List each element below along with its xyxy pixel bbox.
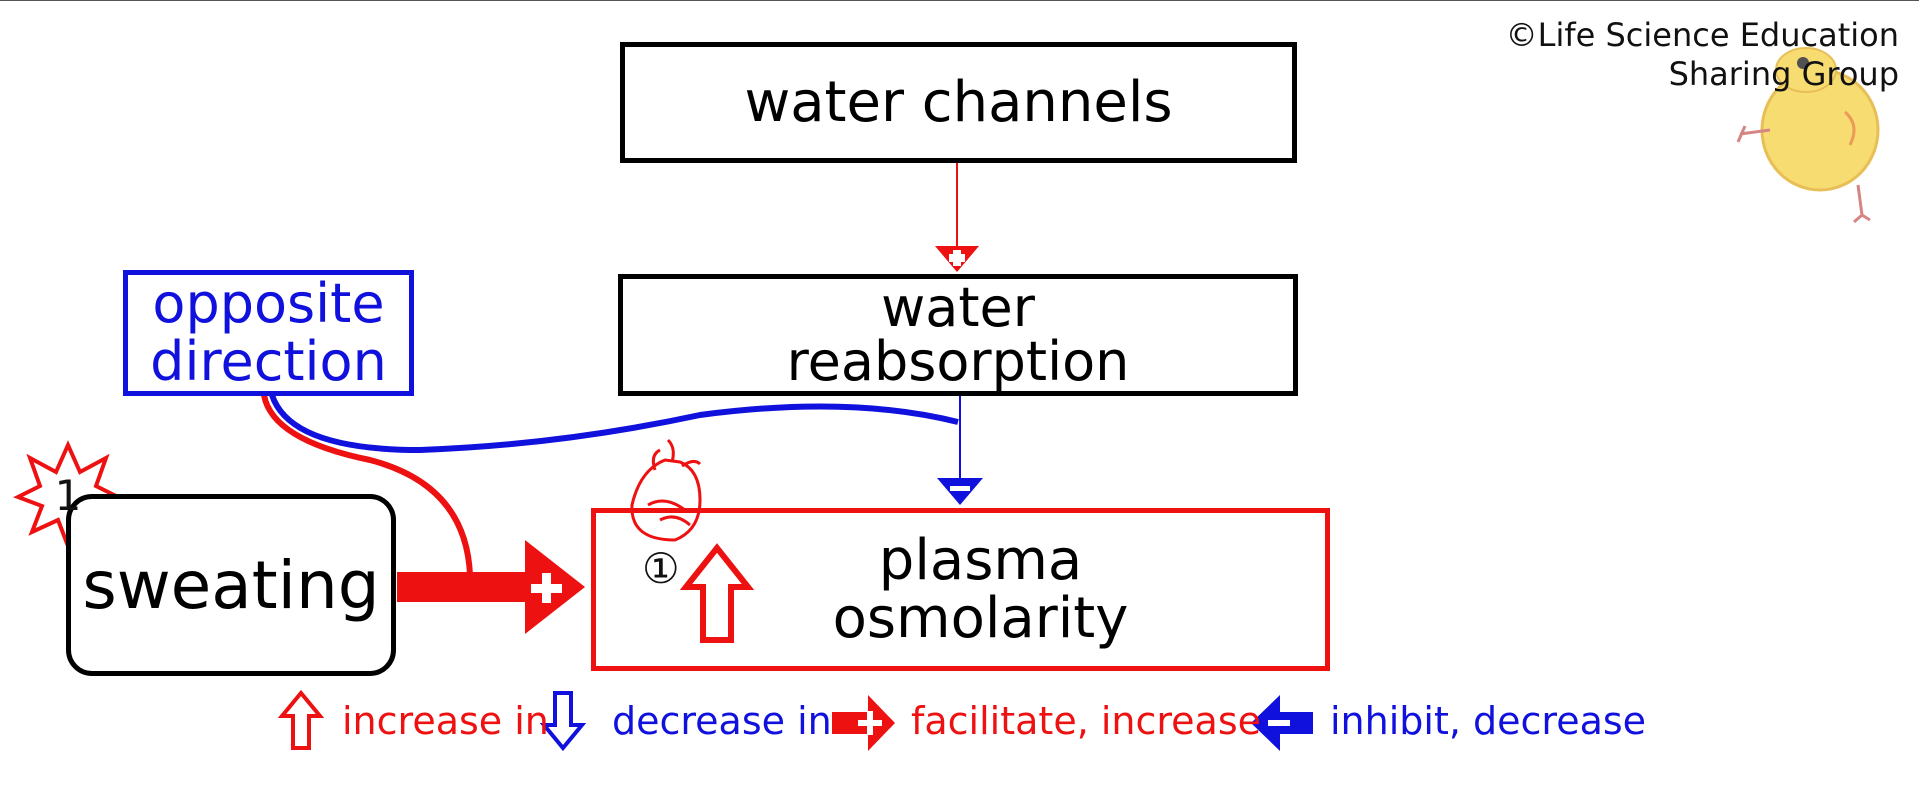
legend-facilitate-label: facilitate, increase xyxy=(911,699,1262,743)
top-border xyxy=(0,0,1919,1)
sweating-to-osmolarity-arrow xyxy=(397,540,585,634)
plasma-osmolarity-box: plasma osmolarity xyxy=(591,508,1330,671)
sweating-box: sweating xyxy=(66,494,396,676)
legend-inhibit-icon xyxy=(1251,695,1313,751)
copyright-line-1: ©Life Science Education xyxy=(1505,16,1899,54)
opposite-direction-blue-curve xyxy=(269,393,959,454)
increase-arrow-icon xyxy=(679,543,755,643)
sweating-label: sweating xyxy=(82,546,380,624)
water-reabsorption-box: water reabsorption xyxy=(618,274,1298,396)
opposite-direction-box: opposite direction xyxy=(123,270,414,396)
legend-increase-icon xyxy=(277,689,325,750)
plasma-osmolarity-line-1: plasma xyxy=(878,527,1083,593)
opposite-direction-red-curve xyxy=(261,394,473,576)
reabsorption-to-osmolarity-arrow xyxy=(937,396,983,505)
starburst-badge-number: 1 xyxy=(54,471,82,520)
water-channels-label: water channels xyxy=(744,70,1173,135)
plasma-osmolarity-line-2: osmolarity xyxy=(832,585,1129,651)
legend-facilitate-icon xyxy=(832,695,895,751)
opposite-direction-line-1: opposite xyxy=(152,272,385,335)
water-reabsorption-line-2: reabsorption xyxy=(786,330,1130,393)
water-channels-box: water channels xyxy=(620,42,1297,163)
copyright-line-2: Sharing Group xyxy=(1668,55,1899,93)
channels-to-reabsorption-arrow xyxy=(935,163,979,272)
legend-increase-label: increase in xyxy=(342,699,549,743)
legend-decrease-label: decrease in xyxy=(612,699,832,743)
copyright-notice: ©Life Science Education Sharing Group xyxy=(1506,16,1899,94)
water-reabsorption-line-1: water xyxy=(881,276,1035,339)
plasma-circled-marker: ① xyxy=(642,544,680,593)
legend-inhibit-label: inhibit, decrease xyxy=(1330,699,1647,743)
heart-icon xyxy=(630,438,702,542)
legend-decrease-icon xyxy=(539,691,587,752)
chick-illustration xyxy=(1736,47,1880,224)
opposite-direction-line-2: direction xyxy=(150,330,387,393)
